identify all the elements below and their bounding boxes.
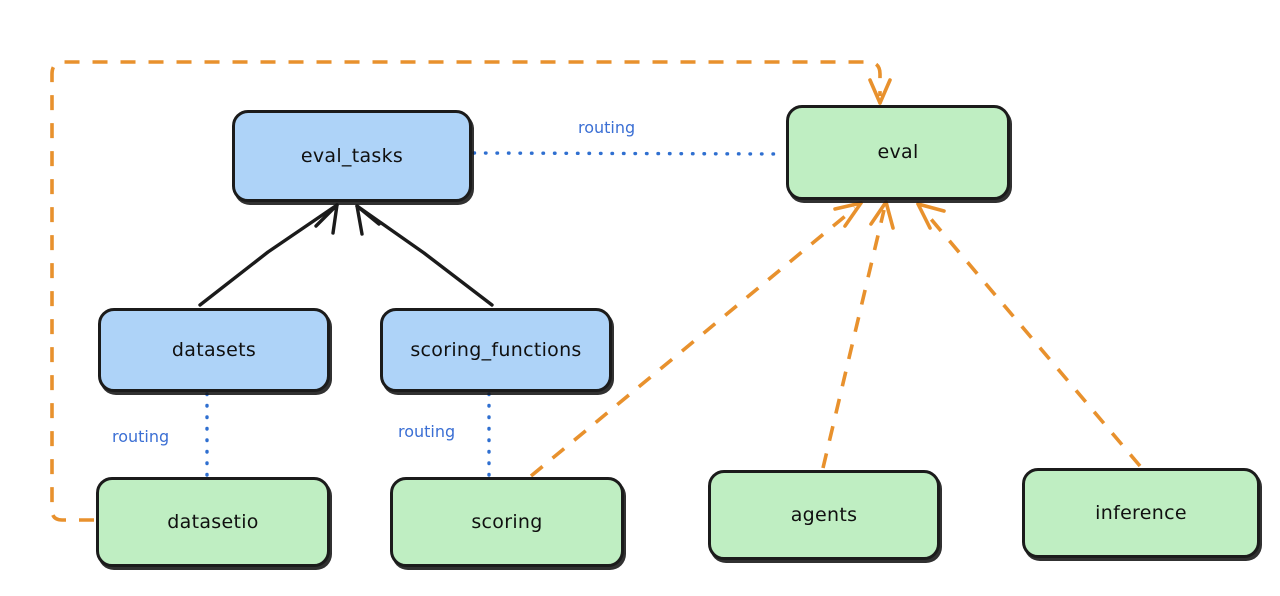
edge-agents-to-eval	[821, 200, 895, 469]
node-eval-tasks[interactable]: eval_tasks	[232, 110, 472, 202]
node-label: datasets	[171, 338, 257, 361]
node-eval[interactable]: eval	[786, 105, 1010, 200]
edge-datasets-to-eval_tasks	[198, 203, 339, 307]
edge-label-routing-datasets-datasetio: routing	[112, 427, 170, 446]
node-datasetio[interactable]: datasetio	[96, 477, 330, 567]
edge-scoring-to-eval	[529, 201, 863, 478]
node-scoring[interactable]: scoring	[390, 477, 624, 567]
node-inference[interactable]: inference	[1022, 468, 1260, 558]
node-label: datasetio	[167, 510, 259, 533]
edge-inference-to-eval	[916, 202, 1142, 468]
node-label: eval_tasks	[300, 144, 404, 167]
node-label: scoring_functions	[410, 338, 582, 361]
node-label: inference	[1095, 501, 1187, 524]
node-label: agents	[790, 503, 858, 526]
edge-eval_tasks-to-eval	[472, 151, 786, 156]
edge-label-routing-eval-tasks-eval: routing	[578, 118, 636, 137]
node-agents[interactable]: agents	[708, 470, 940, 560]
node-label: scoring	[471, 510, 543, 533]
edge-label-routing-scoring-functions-scoring: routing	[398, 422, 456, 441]
node-scoring-functions[interactable]: scoring_functions	[380, 308, 612, 392]
edge-datasetio-to-eval	[50, 60, 892, 522]
node-datasets[interactable]: datasets	[98, 308, 330, 392]
edge-scoring_functions-to-eval_tasks	[355, 204, 494, 307]
node-label: eval	[877, 141, 919, 164]
